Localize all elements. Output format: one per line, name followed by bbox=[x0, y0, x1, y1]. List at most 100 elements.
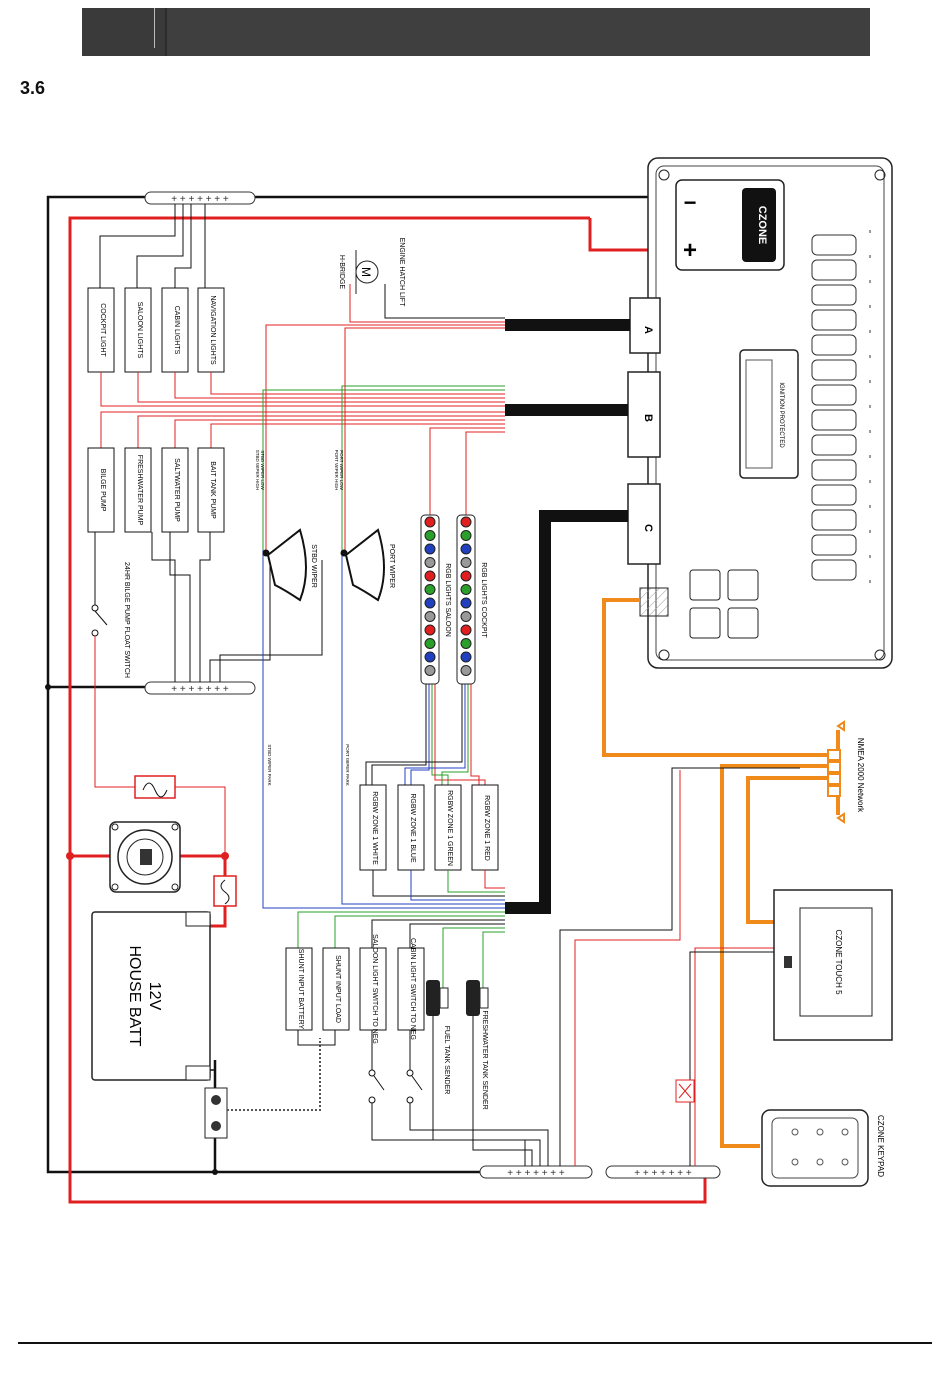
tank-senders bbox=[426, 980, 533, 1166]
nmea-label: NMEA 2000 Network bbox=[856, 738, 865, 813]
svg-text:+ + + + + + +: + + + + + + + bbox=[634, 1168, 692, 1179]
fuse-main bbox=[213, 875, 237, 907]
rgb-led-dot bbox=[460, 557, 472, 568]
zone-label-red: RGBW ZONE 1 RED bbox=[483, 795, 490, 861]
motor-symbol: M bbox=[359, 267, 373, 277]
load-feed-wires-red bbox=[100, 372, 505, 448]
input-wires bbox=[297, 911, 505, 990]
rgb-led-dot bbox=[460, 597, 472, 609]
house-battery: 12V HOUSE BATT bbox=[91, 911, 211, 1081]
stbd-wiper-park-label: STBD WIPER PARK bbox=[267, 744, 272, 785]
rgb-led-dot bbox=[460, 584, 472, 595]
rgb-led-dot bbox=[460, 638, 472, 649]
header-tab bbox=[165, 8, 870, 56]
czone-controller: CZONE − + IGNITION PROTECTED bbox=[627, 157, 893, 669]
shunt-battery-label: SHUNT INPUT BATTERY bbox=[297, 949, 304, 1030]
pump-label-bilge: BILGE PUMP bbox=[99, 469, 106, 512]
load-label-cabin: CABIN LIGHTS bbox=[173, 306, 180, 355]
small-fuse bbox=[675, 1079, 695, 1103]
rgb-led-dot bbox=[424, 638, 436, 649]
rgb-led-dot bbox=[424, 597, 436, 609]
fuse-feed-wire bbox=[175, 786, 226, 856]
port-wiper bbox=[340, 528, 385, 602]
pump-label-saltwater: SALTWATER PUMP bbox=[173, 458, 180, 522]
zone-output-wires bbox=[372, 870, 505, 901]
rgb-led-dot bbox=[424, 557, 436, 568]
rgb-led-dot bbox=[460, 611, 472, 622]
rgb-led-dot bbox=[460, 570, 472, 582]
load-wires-top bbox=[99, 204, 206, 288]
rgb-led-dots bbox=[424, 516, 472, 676]
battery-voltage: 12V bbox=[146, 982, 163, 1011]
float-switch-red-wire bbox=[94, 636, 135, 788]
rgb-saloon-label: RGB LIGHTS SALOON bbox=[444, 563, 451, 637]
controller-logo: CZONE bbox=[756, 206, 768, 245]
junction-dot bbox=[66, 852, 74, 860]
port-c-label: C bbox=[642, 524, 654, 532]
cabin-switch-label: CABIN LIGHT SWITCH TO NEG bbox=[409, 938, 416, 1040]
junction-dot bbox=[45, 684, 51, 690]
port-b-label: B bbox=[642, 414, 654, 422]
cover-text: IGNITION PROTECTED bbox=[778, 382, 784, 448]
junction-dot bbox=[212, 1169, 218, 1175]
shunt bbox=[204, 1087, 228, 1139]
power-wires-right bbox=[559, 767, 800, 1166]
header-divider bbox=[154, 8, 155, 48]
rgb-led-dot bbox=[424, 584, 436, 595]
stbd-wiper-low-label: STBD WIPER LOW bbox=[260, 450, 265, 490]
shunt-sense-wire bbox=[227, 1038, 321, 1111]
rgb-led-dot bbox=[424, 516, 436, 528]
port-wiper-low-label: PORT WIPER LOW bbox=[339, 450, 344, 491]
rgb-led-dot bbox=[424, 665, 436, 676]
rgb-led-dot bbox=[460, 543, 472, 555]
motor-label: ENGINE HATCH LIFT bbox=[398, 238, 405, 307]
rgb-led-dot bbox=[424, 611, 436, 622]
fuel-sender-label: FUEL TANK SENDER bbox=[443, 1026, 450, 1095]
rgb-led-dot bbox=[460, 665, 472, 676]
motor-wire-red bbox=[349, 284, 505, 323]
mount-holes bbox=[658, 169, 886, 661]
pump-label-bait-tank: BAIT TANK PUMP bbox=[209, 461, 216, 519]
saloon-switch-label: SALOON LIGHT SWITCH TO NEG bbox=[371, 934, 378, 1044]
engine-hatch-motor: M ENGINE HATCH LIFT H-BRIDGE bbox=[338, 238, 405, 307]
pump-neg-wires bbox=[94, 532, 323, 682]
switch-symbols bbox=[368, 1030, 549, 1166]
zone-label-green: RGBW ZONE 1 GREEN bbox=[446, 790, 453, 866]
port-wiper-high-label: PORT WIPER HIGH bbox=[334, 450, 339, 491]
input-boxes bbox=[285, 947, 425, 1031]
nmea-wires bbox=[602, 598, 840, 1148]
czone-keypad: CZONE KEYPAD bbox=[761, 1109, 885, 1187]
pump-label-freshwater: FRESHWATER PUMP bbox=[136, 455, 143, 526]
czone-touch-5: CZONE TOUCH 5 bbox=[773, 889, 893, 1041]
bus-bar-middle: + + + + + + + bbox=[144, 681, 256, 695]
zone-label-blue: RGBW ZONE 1 BLUE bbox=[409, 793, 416, 863]
rgb-wires-cockpit bbox=[365, 431, 505, 785]
port-wiper-label: PORT WIPER bbox=[388, 544, 395, 588]
pump-boxes bbox=[87, 447, 225, 533]
load-label-cockpit: COCKPIT LIGHT bbox=[99, 303, 106, 357]
harness-bundles bbox=[505, 319, 630, 914]
float-switch-label: 24HR BILGE PUMP FLOAT SWITCH bbox=[123, 562, 130, 678]
heatsink-fins bbox=[811, 230, 871, 590]
rgb-led-dot bbox=[424, 570, 436, 582]
bus-bar-top: + + + + + + + bbox=[144, 191, 256, 205]
rgb-led-dot bbox=[460, 624, 472, 636]
rgb-led-dot bbox=[424, 543, 436, 555]
wiper-wires bbox=[262, 324, 505, 909]
section-number: 3.6 bbox=[20, 78, 46, 98]
shunt-load-label: SHUNT INPUT LOAD bbox=[334, 955, 341, 1023]
motor-wire bbox=[384, 284, 505, 319]
keypad-label: CZONE KEYPAD bbox=[876, 1115, 885, 1177]
rgb-led-dot bbox=[424, 624, 436, 636]
load-label-saloon: SALOON LIGHTS bbox=[136, 302, 143, 359]
svg-text:+ + + + + + +: + + + + + + + bbox=[171, 684, 229, 695]
footer-rule bbox=[18, 1342, 932, 1344]
svg-text:+ + + + + + +: + + + + + + + bbox=[507, 1168, 565, 1179]
nmea-tee-connectors bbox=[827, 720, 845, 824]
port-wiper-park-label: PORT WIPER PARK bbox=[345, 744, 350, 786]
h-bridge-label: H-BRIDGE bbox=[338, 255, 345, 290]
page-header-bar bbox=[82, 8, 870, 56]
stbd-wiper-high-label: STBD WIPER HIGH bbox=[255, 450, 260, 491]
bus-bar-negative-bottom: + + + + + + + bbox=[479, 1165, 593, 1179]
